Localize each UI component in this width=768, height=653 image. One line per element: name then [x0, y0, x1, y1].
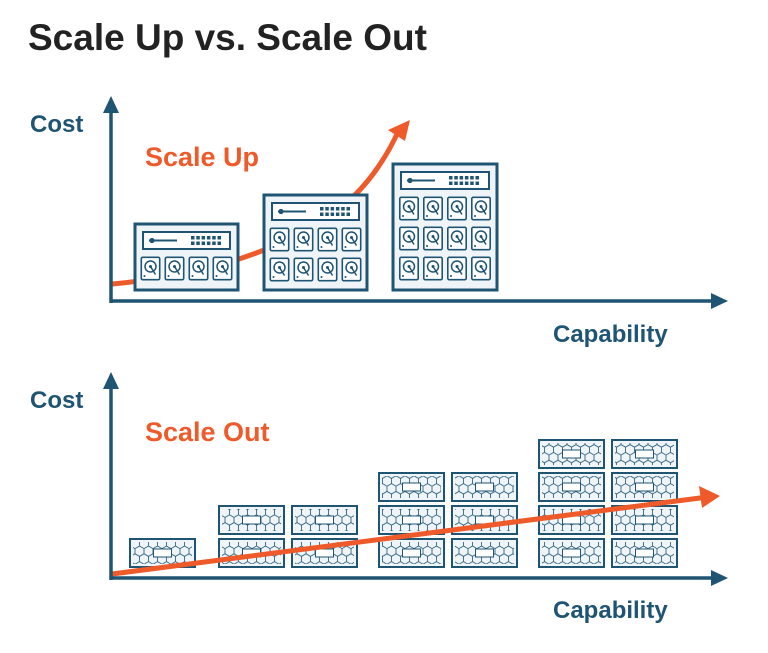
hard-drive-icon: [317, 257, 338, 282]
hard-drive-icon: [269, 257, 290, 282]
scale-out-cost-label: Cost: [30, 387, 83, 414]
scale-up-x-axis-arrowhead: [711, 293, 728, 309]
scale-up-trend-arrowhead: [388, 120, 410, 141]
scale-out-capability-label: Capability: [553, 597, 668, 624]
scale-out-node: [538, 472, 605, 502]
page-title: Scale Up vs. Scale Out: [28, 17, 427, 58]
scale-out-x-axis-arrowhead: [711, 570, 728, 586]
scale-up-cost-label: Cost: [30, 111, 83, 138]
scale-out-y-axis-arrowhead: [103, 372, 119, 389]
scale-up-capability-label: Capability: [553, 321, 668, 348]
scale-up-label: Scale Up: [145, 142, 259, 172]
scale-up-server: [133, 222, 240, 292]
scale-out-node: [611, 472, 678, 502]
scale-up-y-axis-arrowhead: [103, 96, 119, 113]
hard-drive-icon: [423, 196, 443, 221]
hard-drive-icon: [447, 196, 467, 221]
scale-out-trend-arrowhead: [699, 486, 720, 508]
hard-drive-icon: [140, 256, 161, 281]
hard-drive-icon: [423, 226, 443, 251]
hard-drive-icon: [447, 256, 467, 281]
hard-drive-icon: [293, 227, 314, 252]
scale-up-servers: [133, 162, 499, 292]
scale-out-panel: Cost Capability Scale Out: [30, 372, 728, 624]
hard-drive-icon: [399, 196, 419, 221]
scale-out-label: Scale Out: [145, 417, 270, 447]
hard-drive-icon: [341, 257, 362, 282]
hard-drive-icon: [188, 256, 209, 281]
hard-drive-icon: [471, 196, 491, 221]
scale-out-node: [611, 439, 678, 469]
scale-out-node: [451, 538, 518, 568]
hard-drive-icon: [471, 226, 491, 251]
hard-drive-icon: [341, 227, 362, 252]
scale-out-node: [129, 538, 196, 568]
scale-out-node: [451, 472, 518, 502]
scale-out-node: [378, 472, 445, 502]
scale-out-trend-arrow: [109, 495, 703, 577]
scale-out-node: [538, 538, 605, 568]
scale-out-node: [218, 505, 285, 535]
hard-drive-icon: [471, 256, 491, 281]
scale-out-nodes: [129, 439, 678, 568]
scale-up-server: [262, 193, 369, 292]
hard-drive-icon: [447, 226, 467, 251]
scale-out-node: [291, 505, 358, 535]
hard-drive-icon: [212, 256, 233, 281]
scale-out-node: [611, 505, 678, 535]
hard-drive-icon: [269, 227, 290, 252]
scale-out-node: [538, 439, 605, 469]
scale-out-node: [611, 538, 678, 568]
hard-drive-icon: [399, 256, 419, 281]
hard-drive-icon: [399, 226, 419, 251]
hard-drive-icon: [293, 257, 314, 282]
hard-drive-icon: [423, 256, 443, 281]
scale-up-panel: Cost Capability Scale Up: [30, 96, 728, 348]
scale-out-node: [378, 538, 445, 568]
hard-drive-icon: [317, 227, 338, 252]
hard-drive-icon: [164, 256, 185, 281]
scale-up-server: [391, 162, 499, 292]
scale-out-node: [378, 505, 445, 535]
